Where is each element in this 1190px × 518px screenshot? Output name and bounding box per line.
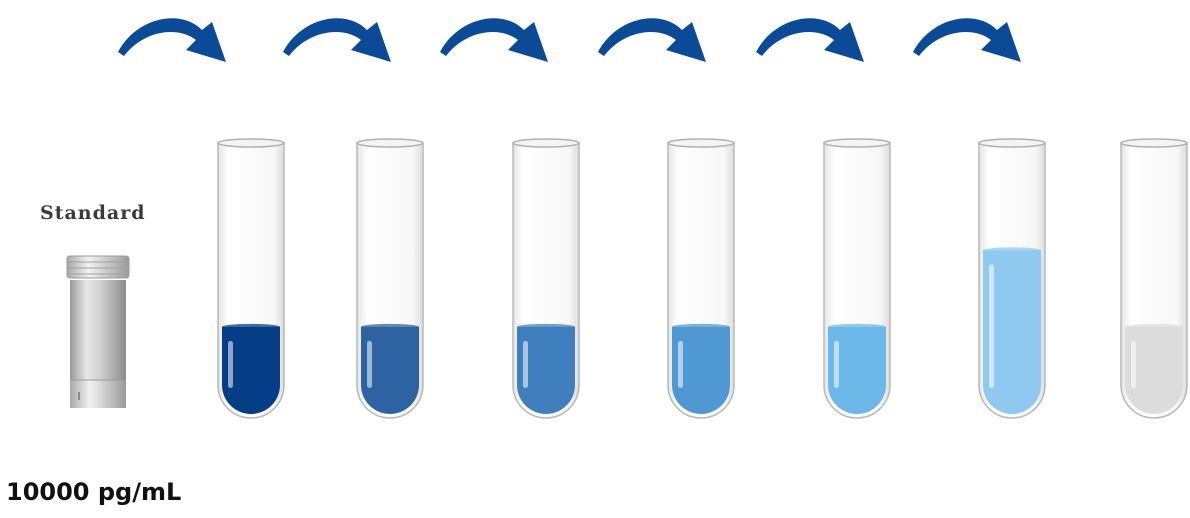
curved-arrow-icon <box>598 18 706 62</box>
curved-arrow-icon <box>756 18 864 62</box>
test-tube <box>824 139 890 418</box>
standard-vial-icon <box>67 256 129 408</box>
standard-label: Standard <box>40 202 146 224</box>
tubes-group <box>218 139 1187 418</box>
test-tube <box>218 139 284 418</box>
curved-arrow-icon <box>283 18 391 62</box>
concentration-label: 10000 pg/mL <box>6 478 181 506</box>
arrows-group <box>118 18 1021 62</box>
test-tube <box>979 139 1045 418</box>
test-tube <box>1121 139 1187 418</box>
test-tube <box>668 139 734 418</box>
test-tube <box>357 139 423 418</box>
curved-arrow-icon <box>913 18 1021 62</box>
test-tube <box>513 139 579 418</box>
curved-arrow-icon <box>440 18 548 62</box>
curved-arrow-icon <box>118 18 226 62</box>
